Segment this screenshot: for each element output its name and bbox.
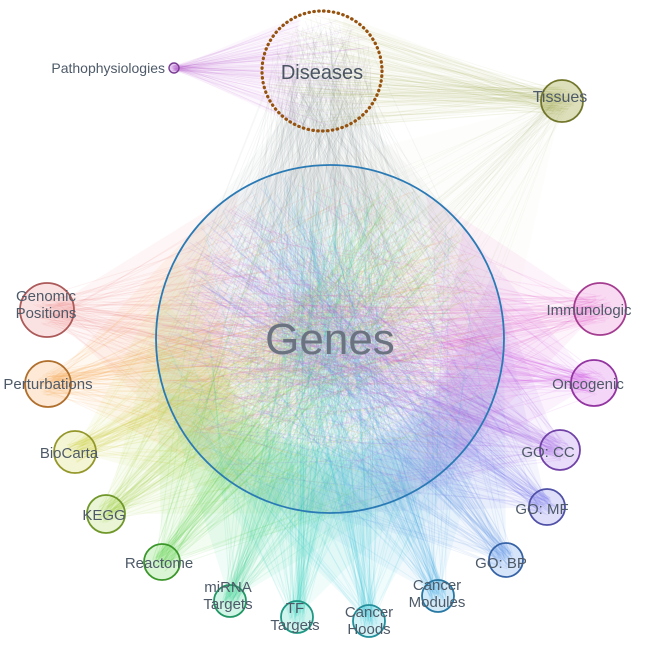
- node-labels: Genes Diseases PathophysiologiesTissuesGen…: [3, 60, 632, 638]
- bundle-go_cc-to-genes: [160, 194, 571, 508]
- bundle-go_bp-to-genes: [164, 175, 516, 570]
- wedge-biocarta: [75, 258, 286, 508]
- label-biocarta: BioCarta: [40, 445, 99, 462]
- bundle-cancer_hoods-to-genes: [172, 171, 497, 629]
- label-go_mf: GO: MF: [515, 501, 568, 518]
- node-kegg[interactable]: [86, 494, 126, 534]
- label-tissues: Tissues: [533, 89, 588, 106]
- wedge-genomic_positions: [47, 191, 239, 466]
- bundle-genomic_positions-to-genes: [33, 180, 494, 483]
- edge-lines: [33, 13, 614, 629]
- bundle-tissues-to-diseases: [267, 13, 576, 128]
- wedge-oncogenic: [419, 227, 594, 488]
- node-oncogenic[interactable]: [570, 359, 618, 407]
- node-circles: [19, 9, 627, 638]
- node-perturbations[interactable]: [24, 360, 72, 408]
- node-genes[interactable]: [155, 164, 505, 514]
- label-reactome: Reactome: [125, 555, 193, 572]
- bundle-tissues-to-genes: [193, 89, 574, 493]
- wedge-immunologic: [426, 193, 600, 460]
- wedge-cancer_modules: [246, 386, 498, 596]
- node-go_cc[interactable]: [539, 429, 581, 471]
- label-oncogenic: Oncogenic: [552, 376, 624, 393]
- node-go_mf[interactable]: [528, 488, 566, 526]
- node-pathophysiologies[interactable]: [168, 62, 180, 74]
- wedge-reactome: [156, 343, 374, 562]
- label-genes: Genes: [265, 315, 395, 364]
- wedge-perturbations: [48, 219, 247, 492]
- node-cancer_hoods[interactable]: [352, 604, 386, 638]
- bundle-tf_targets-to-genes: [163, 173, 415, 626]
- bundle-go_mf-to-genes: [173, 187, 557, 516]
- bundle-cancer_modules-to-genes: [182, 170, 473, 605]
- node-go_bp[interactable]: [488, 542, 524, 578]
- wedge-cancer_hoods: [208, 425, 481, 621]
- bundle-kegg-to-genes: [96, 174, 485, 524]
- label-perturbations: Perturbations: [3, 376, 92, 393]
- wedge-kegg: [106, 296, 331, 514]
- wedge-tf_targets: [181, 430, 453, 617]
- node-tissues[interactable]: [540, 79, 584, 123]
- wedge-go_cc: [381, 275, 560, 506]
- bundle-oncogenic-to-genes: [161, 199, 606, 471]
- bundle-immunologic-to-genes: [170, 176, 614, 470]
- node-immunologic[interactable]: [573, 282, 627, 336]
- node-cancer_modules[interactable]: [421, 579, 455, 613]
- label-immunologic: Immunologic: [546, 302, 632, 319]
- label-diseases: Diseases: [281, 62, 363, 84]
- wedge-tissues: [329, 15, 562, 131]
- wedge-go_bp: [289, 337, 506, 560]
- node-tf_targets[interactable]: [280, 600, 314, 634]
- label-kegg: KEGG: [82, 507, 125, 524]
- wedge-go_mf: [334, 300, 547, 513]
- node-biocarta[interactable]: [53, 430, 97, 474]
- bundle-reactome-to-genes: [152, 177, 474, 572]
- label-go_cc: GO: CC: [521, 444, 575, 461]
- bundle-biocarta-to-genes: [63, 184, 495, 496]
- bundle-diseases-to-genes: [163, 17, 491, 506]
- edge-wedges: [47, 15, 600, 621]
- bundle-perturbations-to-genes: [36, 187, 500, 492]
- label-go_bp: GO: BP: [475, 555, 527, 572]
- bundle-pathophysiologies-to-diseases: [171, 20, 380, 128]
- label-pathophysiologies: Pathophysiologies: [51, 60, 165, 76]
- bundle-mirna_targets-to-genes: [207, 171, 479, 610]
- node-mirna_targets[interactable]: [213, 584, 247, 618]
- node-genomic_positions[interactable]: [19, 282, 75, 338]
- genes-underlay: [156, 165, 504, 513]
- wedge-mirna_targets: [164, 391, 419, 601]
- genes-fill: [156, 165, 504, 513]
- node-reactome[interactable]: [143, 543, 181, 581]
- node-diseases[interactable]: [260, 9, 384, 133]
